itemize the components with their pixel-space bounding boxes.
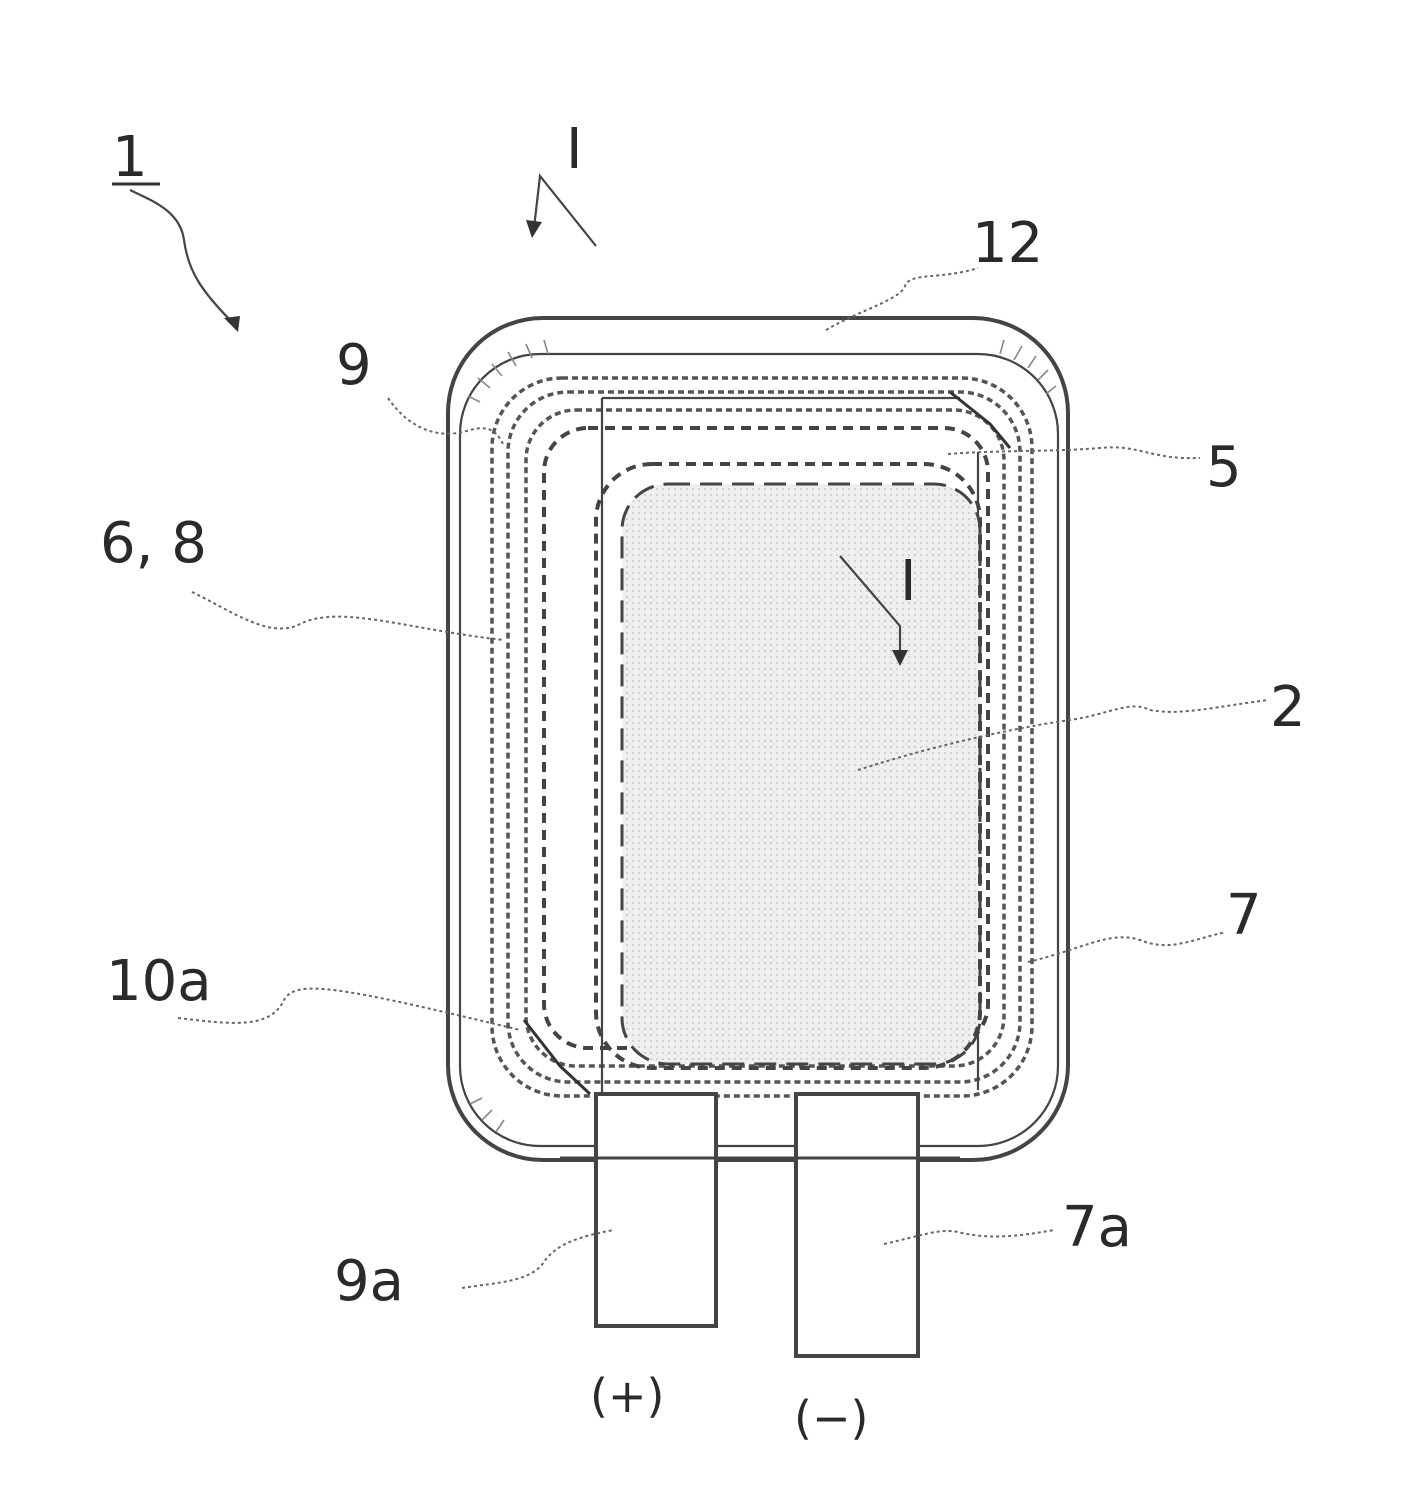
section-arrow-top <box>534 176 596 246</box>
device-pointer-arrowhead <box>224 316 240 332</box>
label-layers-6-8: 6, 8 <box>100 511 207 576</box>
label-layer-9: 9 <box>336 333 372 398</box>
label-section-inner: I <box>900 549 917 614</box>
label-tab-7a: 7a <box>1062 1195 1132 1260</box>
label-section-top: I <box>566 117 583 182</box>
tab-7a <box>796 1094 918 1356</box>
section-arrowhead-top <box>526 220 542 238</box>
label-layer-5: 5 <box>1206 435 1242 500</box>
label-corner-10a: 10a <box>106 949 212 1014</box>
label-device: 1 <box>112 125 148 190</box>
label-polarity-positive: (+) <box>590 1369 664 1423</box>
label-polarity-negative: (−) <box>794 1391 868 1445</box>
tab-9a <box>596 1094 716 1326</box>
leader-9a <box>462 1230 614 1288</box>
active-body-2 <box>622 484 980 1064</box>
label-body-2: 2 <box>1270 675 1306 740</box>
label-layer-7: 7 <box>1226 883 1262 948</box>
label-outer-case: 12 <box>972 211 1043 276</box>
device-pointer-line <box>130 190 234 324</box>
label-tab-9a: 9a <box>334 1249 404 1314</box>
